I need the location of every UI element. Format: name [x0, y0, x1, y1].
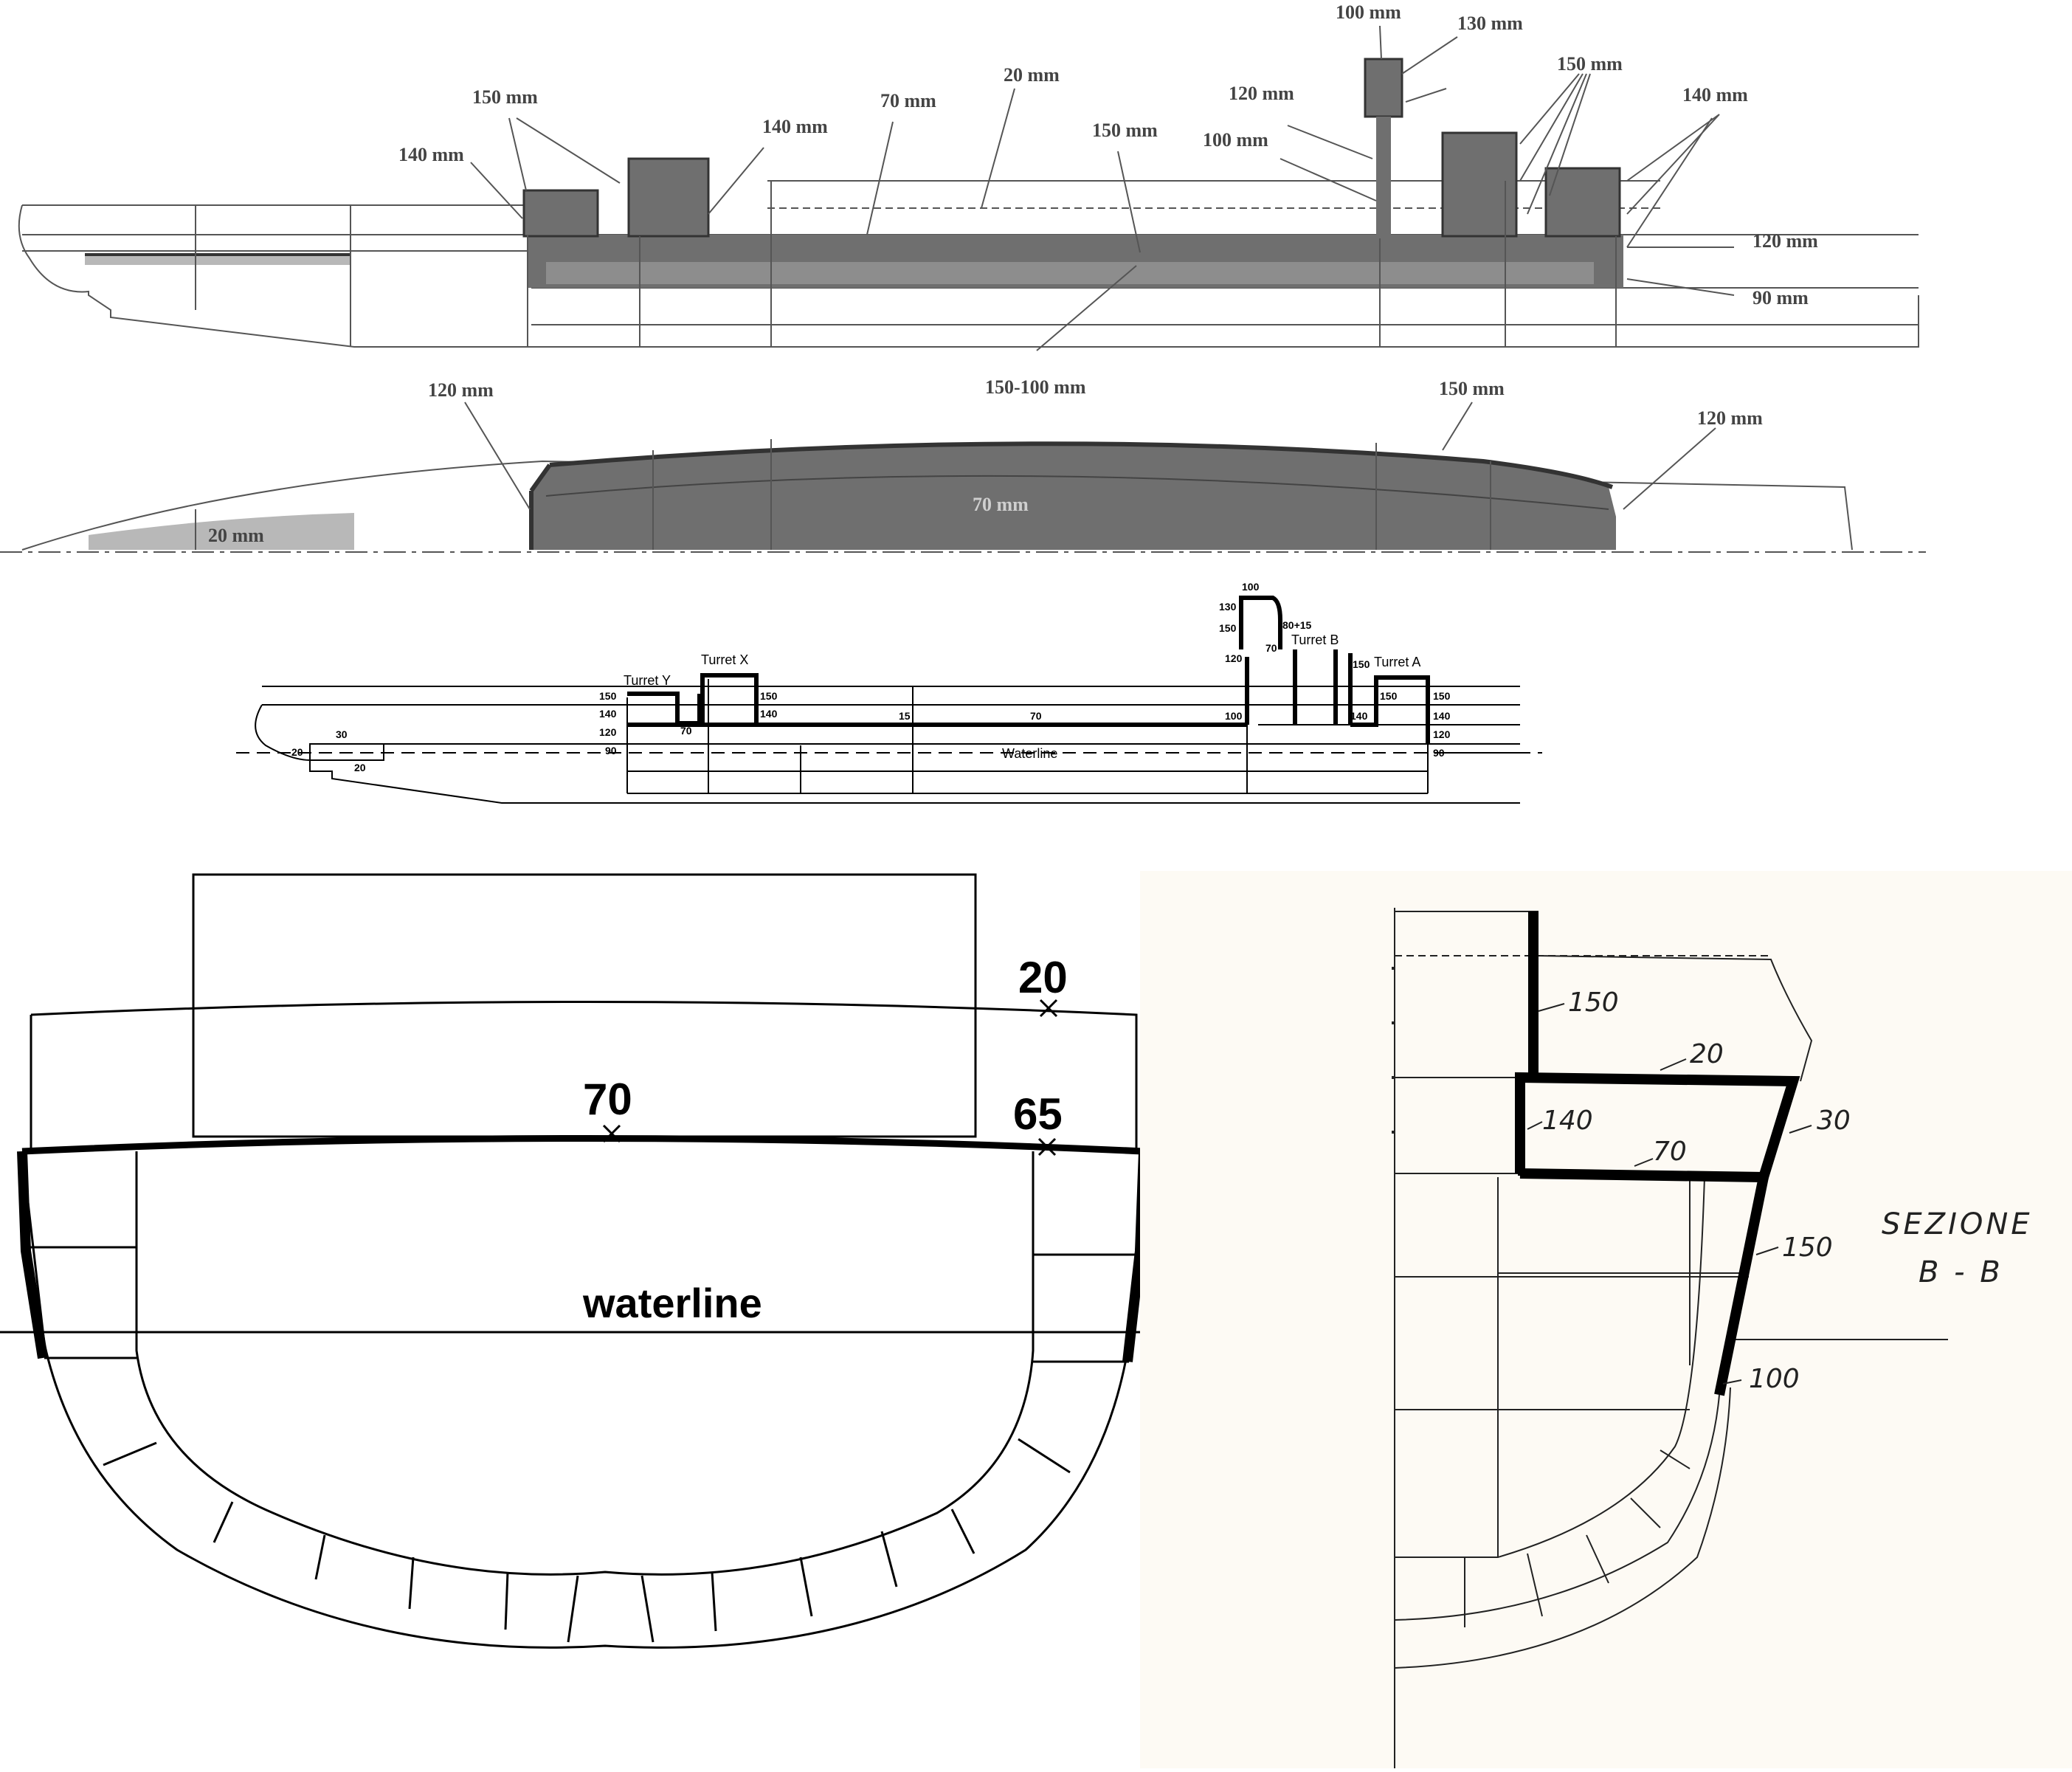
num-90a: 90 — [605, 745, 617, 756]
armor-profile-panel: 140 mm 150 mm 140 mm 70 mm 20 mm 150 mm … — [18, 1, 1919, 398]
label-sec-20: 20 — [1018, 953, 1068, 1002]
label-turret-b: Turret B — [1291, 632, 1339, 647]
schematic-labels: Turret Y Turret X Turret B Turret A Wate… — [624, 632, 1420, 761]
num-30: 30 — [336, 728, 348, 740]
label-bb-title-1: SEZIONE — [1882, 1207, 2033, 1241]
num-90b: 90 — [1433, 747, 1445, 759]
label-bb-title-2: B - B — [1919, 1255, 2003, 1289]
aft-turret-x — [627, 157, 710, 238]
schematic-thickness-numbers: 150 140 120 90 150 140 70 15 70 100 120 … — [291, 581, 1451, 773]
fore-turret-a — [1544, 167, 1621, 238]
label-end-90: 90 mm — [1752, 287, 1809, 308]
citadel-lower-belt — [546, 262, 1594, 284]
label-bb-30: 30 — [1817, 1106, 1851, 1136]
label-deck-far-right-120: 120 mm — [1697, 407, 1763, 429]
label-ct-130: 130 mm — [1457, 13, 1523, 34]
label-barbette-140: 140 mm — [762, 116, 828, 137]
conning-tower — [1364, 58, 1403, 118]
num-80-15: 80+15 — [1282, 619, 1312, 631]
section-left-main-deck — [21, 1135, 1144, 1155]
main-deck-70-area — [531, 444, 1616, 550]
num-140a: 140 — [599, 708, 617, 720]
label-turret-x: Turret X — [701, 652, 748, 667]
profile-leaders — [470, 25, 1735, 351]
num-150c: 150 — [1219, 622, 1237, 634]
label-aft-140: 140 mm — [1682, 84, 1748, 106]
midship-section-panel: 20 30 70 65 150 100 waterline — [0, 873, 1232, 1649]
num-70b: 70 — [1030, 710, 1042, 722]
label-bow-150: 150 mm — [472, 86, 538, 108]
num-150e: 150 — [1380, 690, 1398, 702]
num-120a: 120 — [599, 726, 617, 738]
num-130: 130 — [1219, 601, 1237, 613]
label-deck-20: 20 mm — [1004, 64, 1060, 86]
num-120b: 120 — [1225, 652, 1243, 664]
section-left-belt-port — [17, 1151, 48, 1359]
deck-plan-panel: 120 mm 70 mm 150 mm 120 mm 20 mm — [0, 378, 1926, 553]
label-end-120: 120 mm — [1752, 230, 1818, 252]
profile-frames — [195, 181, 1617, 347]
fore-turret-b — [1441, 131, 1518, 238]
label-deck-right-150: 150 mm — [1439, 378, 1505, 399]
label-schematic-waterline: Waterline — [1002, 746, 1057, 761]
section-left-markers — [602, 999, 1058, 1156]
label-sec-waterline: waterline — [582, 1280, 762, 1326]
schematic-lines — [255, 657, 1520, 804]
num-20a: 20 — [291, 746, 303, 758]
conning-tower-tube — [1376, 117, 1391, 238]
label-ct-100-low: 100 mm — [1203, 129, 1268, 151]
label-turret-y: Turret Y — [624, 673, 671, 688]
schematic-armor-strokes — [627, 596, 1430, 744]
deck-plan-frames — [195, 439, 1491, 550]
num-150a: 150 — [599, 690, 617, 702]
label-deck-70: 70 mm — [880, 90, 936, 111]
label-sec-65: 65 — [1013, 1089, 1063, 1139]
deck-edge-150 — [549, 441, 1614, 489]
label-ct-120: 120 mm — [1229, 83, 1294, 104]
num-100top: 100 — [1242, 581, 1260, 593]
label-deck-center-70: 70 mm — [973, 494, 1029, 515]
num-150b: 150 — [760, 690, 778, 702]
label-bb-100: 100 — [1749, 1364, 1800, 1394]
label-deck-left-120: 120 mm — [428, 379, 494, 401]
label-bb-70: 70 — [1653, 1137, 1687, 1167]
section-b-b-panel: 150 20 140 30 70 150 100 SEZIONE B - B — [1140, 871, 2072, 1768]
deck-plan-leaders — [464, 401, 1716, 510]
num-140b: 140 — [760, 708, 778, 720]
num-150f: 150 — [1433, 690, 1451, 702]
label-bow-140: 140 mm — [398, 144, 464, 165]
label-belt-150-100: 150-100 mm — [985, 376, 1086, 398]
profile-hull-outline — [18, 204, 1919, 348]
label-aft-150: 150 mm — [1557, 53, 1623, 75]
num-70a: 70 — [680, 725, 692, 737]
label-fore-deck-20: 20 mm — [208, 525, 264, 546]
num-150d: 150 — [1353, 658, 1370, 670]
label-bb-150-belt: 150 — [1782, 1233, 1833, 1263]
num-120c: 120 — [1433, 728, 1451, 740]
section-b-b-leaders — [1527, 1003, 1812, 1385]
num-15: 15 — [899, 710, 911, 722]
num-100a: 100 — [1225, 710, 1243, 722]
label-bb-20: 20 — [1690, 1039, 1724, 1069]
section-b-b-paper — [1140, 871, 2072, 1768]
label-bb-150-top: 150 — [1568, 987, 1619, 1018]
fore-deck-20-area — [89, 513, 354, 550]
num-140d: 140 — [1433, 710, 1451, 722]
label-bb-140: 140 — [1542, 1106, 1593, 1136]
deck-plan-outline — [21, 460, 1853, 551]
num-140c: 140 — [1350, 710, 1368, 722]
schematic-profile-panel: Turret Y Turret X Turret B Turret A Wate… — [236, 581, 1542, 804]
num-70c: 70 — [1265, 642, 1277, 654]
label-belt-150: 150 mm — [1092, 120, 1158, 141]
num-20b: 20 — [354, 762, 366, 773]
label-ct-100-top: 100 mm — [1336, 1, 1401, 23]
aft-turret-y — [522, 189, 599, 238]
fore-light-belt — [85, 255, 350, 265]
label-sec-70: 70 — [583, 1075, 632, 1124]
section-b-b-labels: 150 20 140 30 70 150 100 SEZIONE B - B — [1542, 987, 2033, 1394]
label-turret-a: Turret A — [1374, 655, 1420, 669]
